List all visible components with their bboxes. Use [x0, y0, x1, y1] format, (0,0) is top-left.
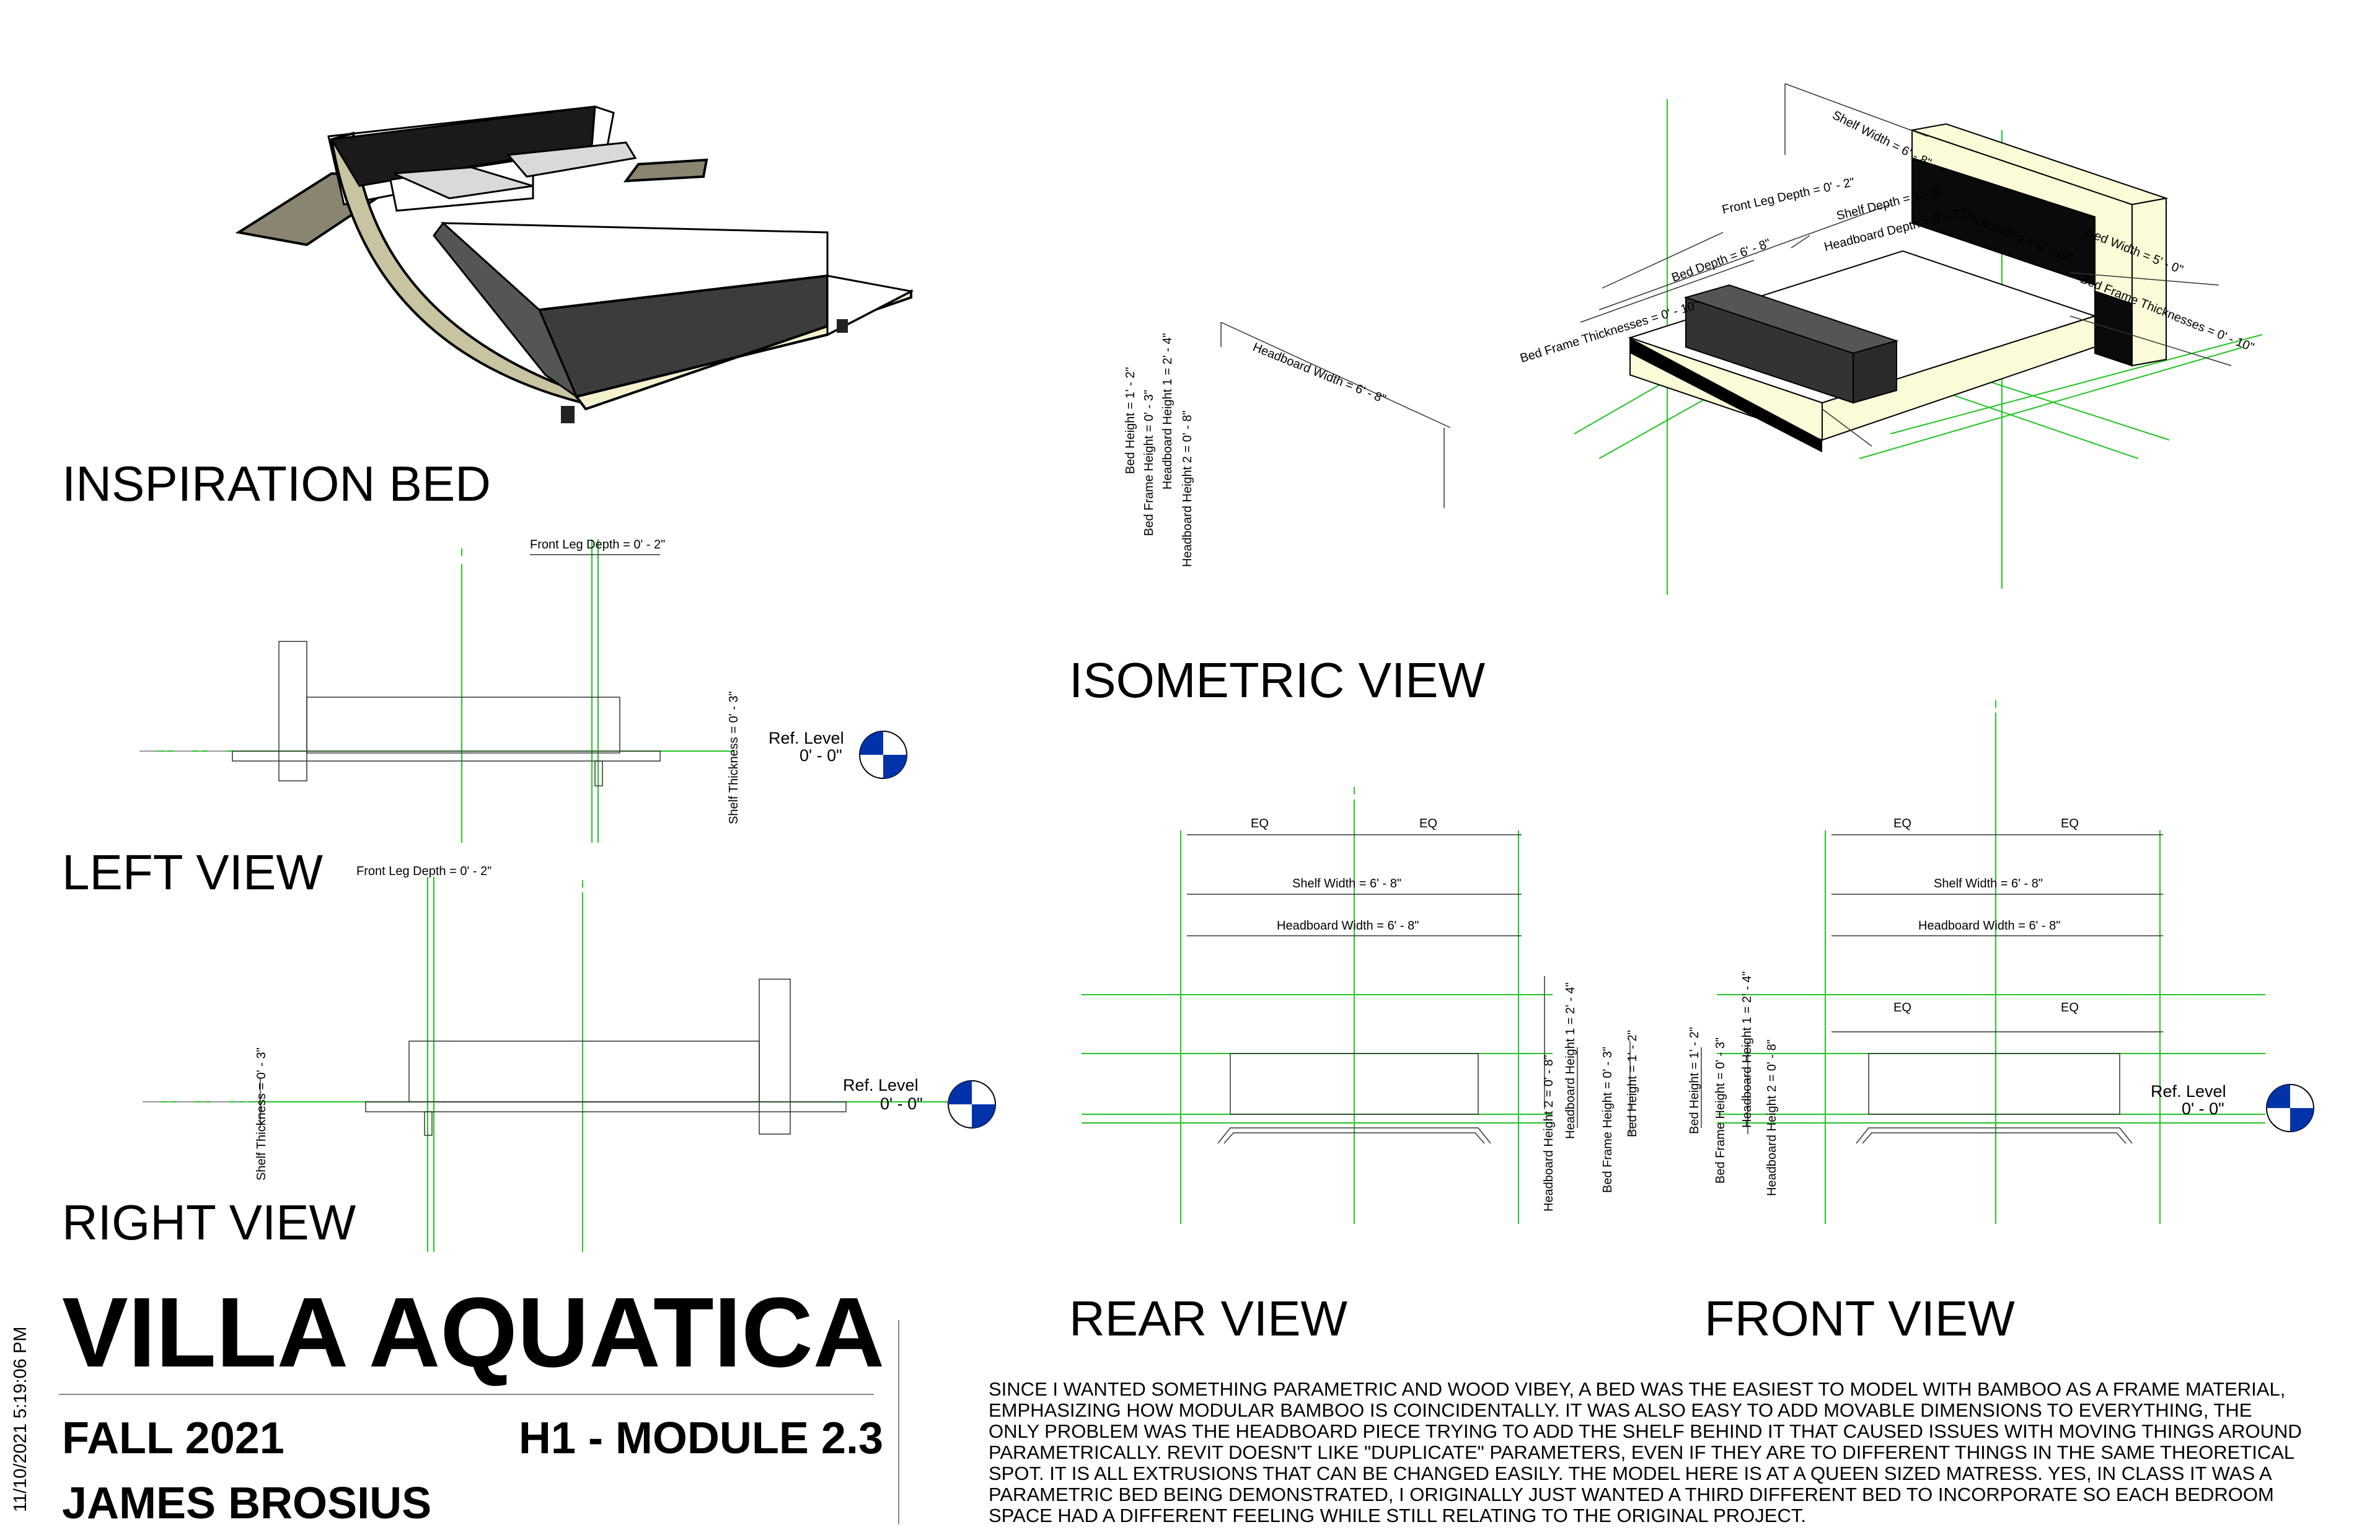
dim-shelf-thickness: Shelf Thickness = 0' - 3": [727, 691, 741, 824]
title-left-view: LEFT VIEW: [62, 845, 323, 900]
dim-eq: EQ: [2061, 1001, 2079, 1014]
dim-front-leg-depth: Front Leg Depth = 0' - 2": [356, 865, 491, 878]
front-view-drawing: [1701, 688, 2265, 1224]
dim-shelf-thickness: Shelf Thickness = 0' - 3": [255, 1047, 268, 1181]
right-view-drawing: [143, 868, 951, 1252]
dim-bed-height: Bed Height = 1' - 2": [1124, 367, 1137, 474]
dim-eq: EQ: [1893, 817, 1911, 830]
dim-eq: EQ: [1251, 817, 1269, 830]
dim-headboard-height-1: Headboard Height 1 = 2' - 4": [1161, 333, 1175, 490]
dim-bed-frame-height: Bed Frame Height = 0' - 3": [1601, 1047, 1615, 1193]
dim-shelf-width: Shelf Width = 6' - 8": [1934, 877, 2043, 891]
dim-headboard-height-2: Headboard Height 2 = 0' - 8": [1765, 1039, 1779, 1196]
rear-view-drawing: [1082, 775, 1631, 1224]
ref-level-marker-right: [948, 1080, 996, 1129]
ref-level-marker-left: [859, 731, 907, 779]
title-front-view: FRONT VIEW: [1704, 1291, 2015, 1346]
title-rear-view: REAR VIEW: [1069, 1291, 1347, 1346]
dim-headboard-height-2: Headboard Height 2 = 0' - 8": [1542, 1055, 1556, 1212]
term-label: FALL 2021: [62, 1414, 284, 1463]
left-view-drawing: [139, 536, 734, 843]
dim-eq: EQ: [1419, 817, 1437, 830]
title-right-view: RIGHT VIEW: [62, 1195, 356, 1250]
dim-headboard-height-1: Headboard Height 1 = 2' - 4": [1564, 982, 1577, 1139]
design-notes: SINCE I WANTED SOMETHING PARAMETRIC AND …: [989, 1378, 2302, 1526]
dim-headboard-width: Headboard Width = 6' - 8": [1277, 919, 1419, 933]
print-timestamp: 11/10/2021 5:19:06 PM: [11, 1327, 30, 1512]
dim-shelf-width: Shelf Width = 6' - 8": [1292, 877, 1401, 891]
ref-level-value: 0' - 0": [2182, 1099, 2224, 1118]
dim-front-leg-depth: Front Leg Depth = 0' - 2": [530, 538, 665, 552]
dim-headboard-height-1: Headboard Height 1 = 2' - 4": [1740, 971, 1754, 1128]
module-label: H1 - MODULE 2.3: [519, 1414, 883, 1463]
ref-level-value: 0' - 0": [880, 1094, 923, 1113]
ref-level-label: Ref. Level: [2151, 1082, 2226, 1101]
dim-headboard-width: Headboard Width = 6' - 8": [1918, 919, 2060, 933]
ref-level-label: Ref. Level: [843, 1076, 919, 1094]
ref-level-marker-front: [2266, 1084, 2314, 1132]
dim-bed-depth: Bed Depth = 6' - 8": [1670, 236, 1773, 284]
project-title: VILLA AQUATICA: [62, 1277, 884, 1388]
isometric-drawing: [1220, 83, 2263, 595]
title-isometric-view: ISOMETRIC VIEW: [1069, 653, 1486, 708]
title-inspiration-bed: INSPIRATION BED: [62, 456, 491, 511]
dim-bed-height: Bed Height = 1' - 2": [1688, 1027, 1701, 1134]
dim-eq: EQ: [2061, 817, 2079, 830]
inspiration-bed-render: [235, 105, 914, 423]
ref-level-label: Ref. Level: [769, 729, 844, 747]
dim-bed-frame-height: Bed Frame Height = 0' - 3": [1714, 1037, 1727, 1184]
author-name: JAMES BROSIUS: [62, 1479, 431, 1528]
dim-bed-frame-height: Bed Frame Height = 0' - 3": [1142, 390, 1156, 536]
dim-bed-height: Bed Height = 1' - 2": [1626, 1030, 1639, 1137]
dim-headboard-width: Headboard Width = 6' - 8": [1251, 340, 1388, 406]
ref-level-value: 0' - 0": [800, 746, 842, 765]
dim-eq: EQ: [1893, 1001, 1911, 1014]
dim-headboard-height-2: Headboard Height 2 = 0' - 8": [1181, 410, 1194, 567]
